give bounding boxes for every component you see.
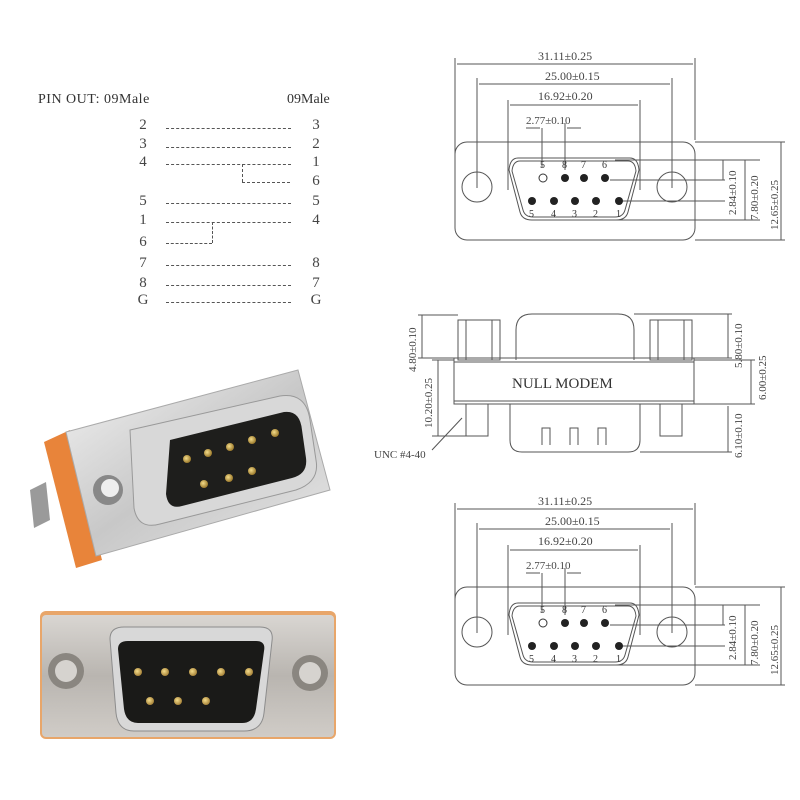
- wire-line: [242, 182, 290, 183]
- screw-label: UNC #4-40: [374, 449, 426, 461]
- dim-shell-h: 7.80±0.20: [749, 620, 761, 665]
- null-modem-label: NULL MODEM: [512, 376, 613, 392]
- svg-text:1: 1: [616, 209, 621, 220]
- dim-total: 31.11±0.25: [538, 494, 592, 508]
- connector-photo-front: [40, 611, 336, 739]
- svg-text:2: 2: [593, 209, 598, 220]
- dim-holes: 25.00±0.15: [545, 69, 600, 83]
- svg-text:1: 1: [616, 654, 621, 665]
- front-view-drawing-bottom: 31.11±0.25 25.00±0.15 16.92±0.20 2.77±0.…: [454, 494, 785, 686]
- connector-photo-angled: [30, 369, 331, 568]
- wire-line: [166, 265, 291, 266]
- dim-pitch: 2.77±0.10: [526, 115, 571, 127]
- svg-text:7: 7: [581, 160, 586, 171]
- wire-branch: [212, 222, 213, 243]
- wire-line: [166, 128, 291, 129]
- svg-text:7: 7: [581, 605, 586, 616]
- svg-text:5: 5: [540, 605, 545, 616]
- dim-right-top: 5.80±0.10: [733, 323, 745, 368]
- pinout-title-right: 09Male: [287, 92, 330, 107]
- dim-flange-h: 12.65±0.25: [769, 179, 781, 230]
- dim-shell-h: 7.80±0.20: [749, 175, 761, 220]
- svg-text:5: 5: [529, 209, 534, 220]
- svg-text:3: 3: [572, 654, 577, 665]
- wire-line: [166, 164, 291, 165]
- svg-text:8: 8: [562, 605, 567, 616]
- wire-line: [166, 147, 291, 148]
- dim-right-bot: 6.10±0.10: [733, 413, 745, 458]
- wire-line: [166, 222, 291, 223]
- dim-left-top: 4.80±0.10: [407, 327, 419, 372]
- front-view-drawing-top: 31.11±0.25 25.00±0.15 16.92±0.20 2.77±0.…: [454, 49, 785, 241]
- dim-right-mid: 6.00±0.25: [757, 355, 769, 400]
- dim-total: 31.11±0.25: [538, 49, 592, 63]
- svg-text:6: 6: [602, 605, 607, 616]
- svg-text:4: 4: [551, 654, 556, 665]
- wire-line: [166, 203, 291, 204]
- wire-line: [166, 302, 291, 303]
- dim-holes: 25.00±0.15: [545, 514, 600, 528]
- svg-text:3: 3: [572, 209, 577, 220]
- svg-text:5: 5: [529, 654, 534, 665]
- svg-text:4: 4: [551, 209, 556, 220]
- svg-text:6: 6: [602, 160, 607, 171]
- dim-pitch: 2.77±0.10: [526, 560, 571, 572]
- svg-text:5: 5: [540, 160, 545, 171]
- dim-row: 2.84±0.10: [727, 170, 739, 215]
- dim-flange-h: 12.65±0.25: [769, 624, 781, 675]
- side-view-drawing: NULL MODEM 4.80±0.10 10.20±0.25 5.80±0.1…: [374, 313, 769, 461]
- wire-branch: [242, 164, 243, 182]
- dim-shell: 16.92±0.20: [538, 89, 593, 103]
- wire-line: [166, 243, 212, 244]
- wire-line: [166, 285, 291, 286]
- dim-row: 2.84±0.10: [727, 615, 739, 660]
- dim-left-mid: 10.20±0.25: [423, 377, 435, 428]
- svg-text:2: 2: [593, 654, 598, 665]
- svg-text:8: 8: [562, 160, 567, 171]
- dim-shell: 16.92±0.20: [538, 534, 593, 548]
- pinout-title-left: PIN OUT: 09Male: [38, 92, 150, 107]
